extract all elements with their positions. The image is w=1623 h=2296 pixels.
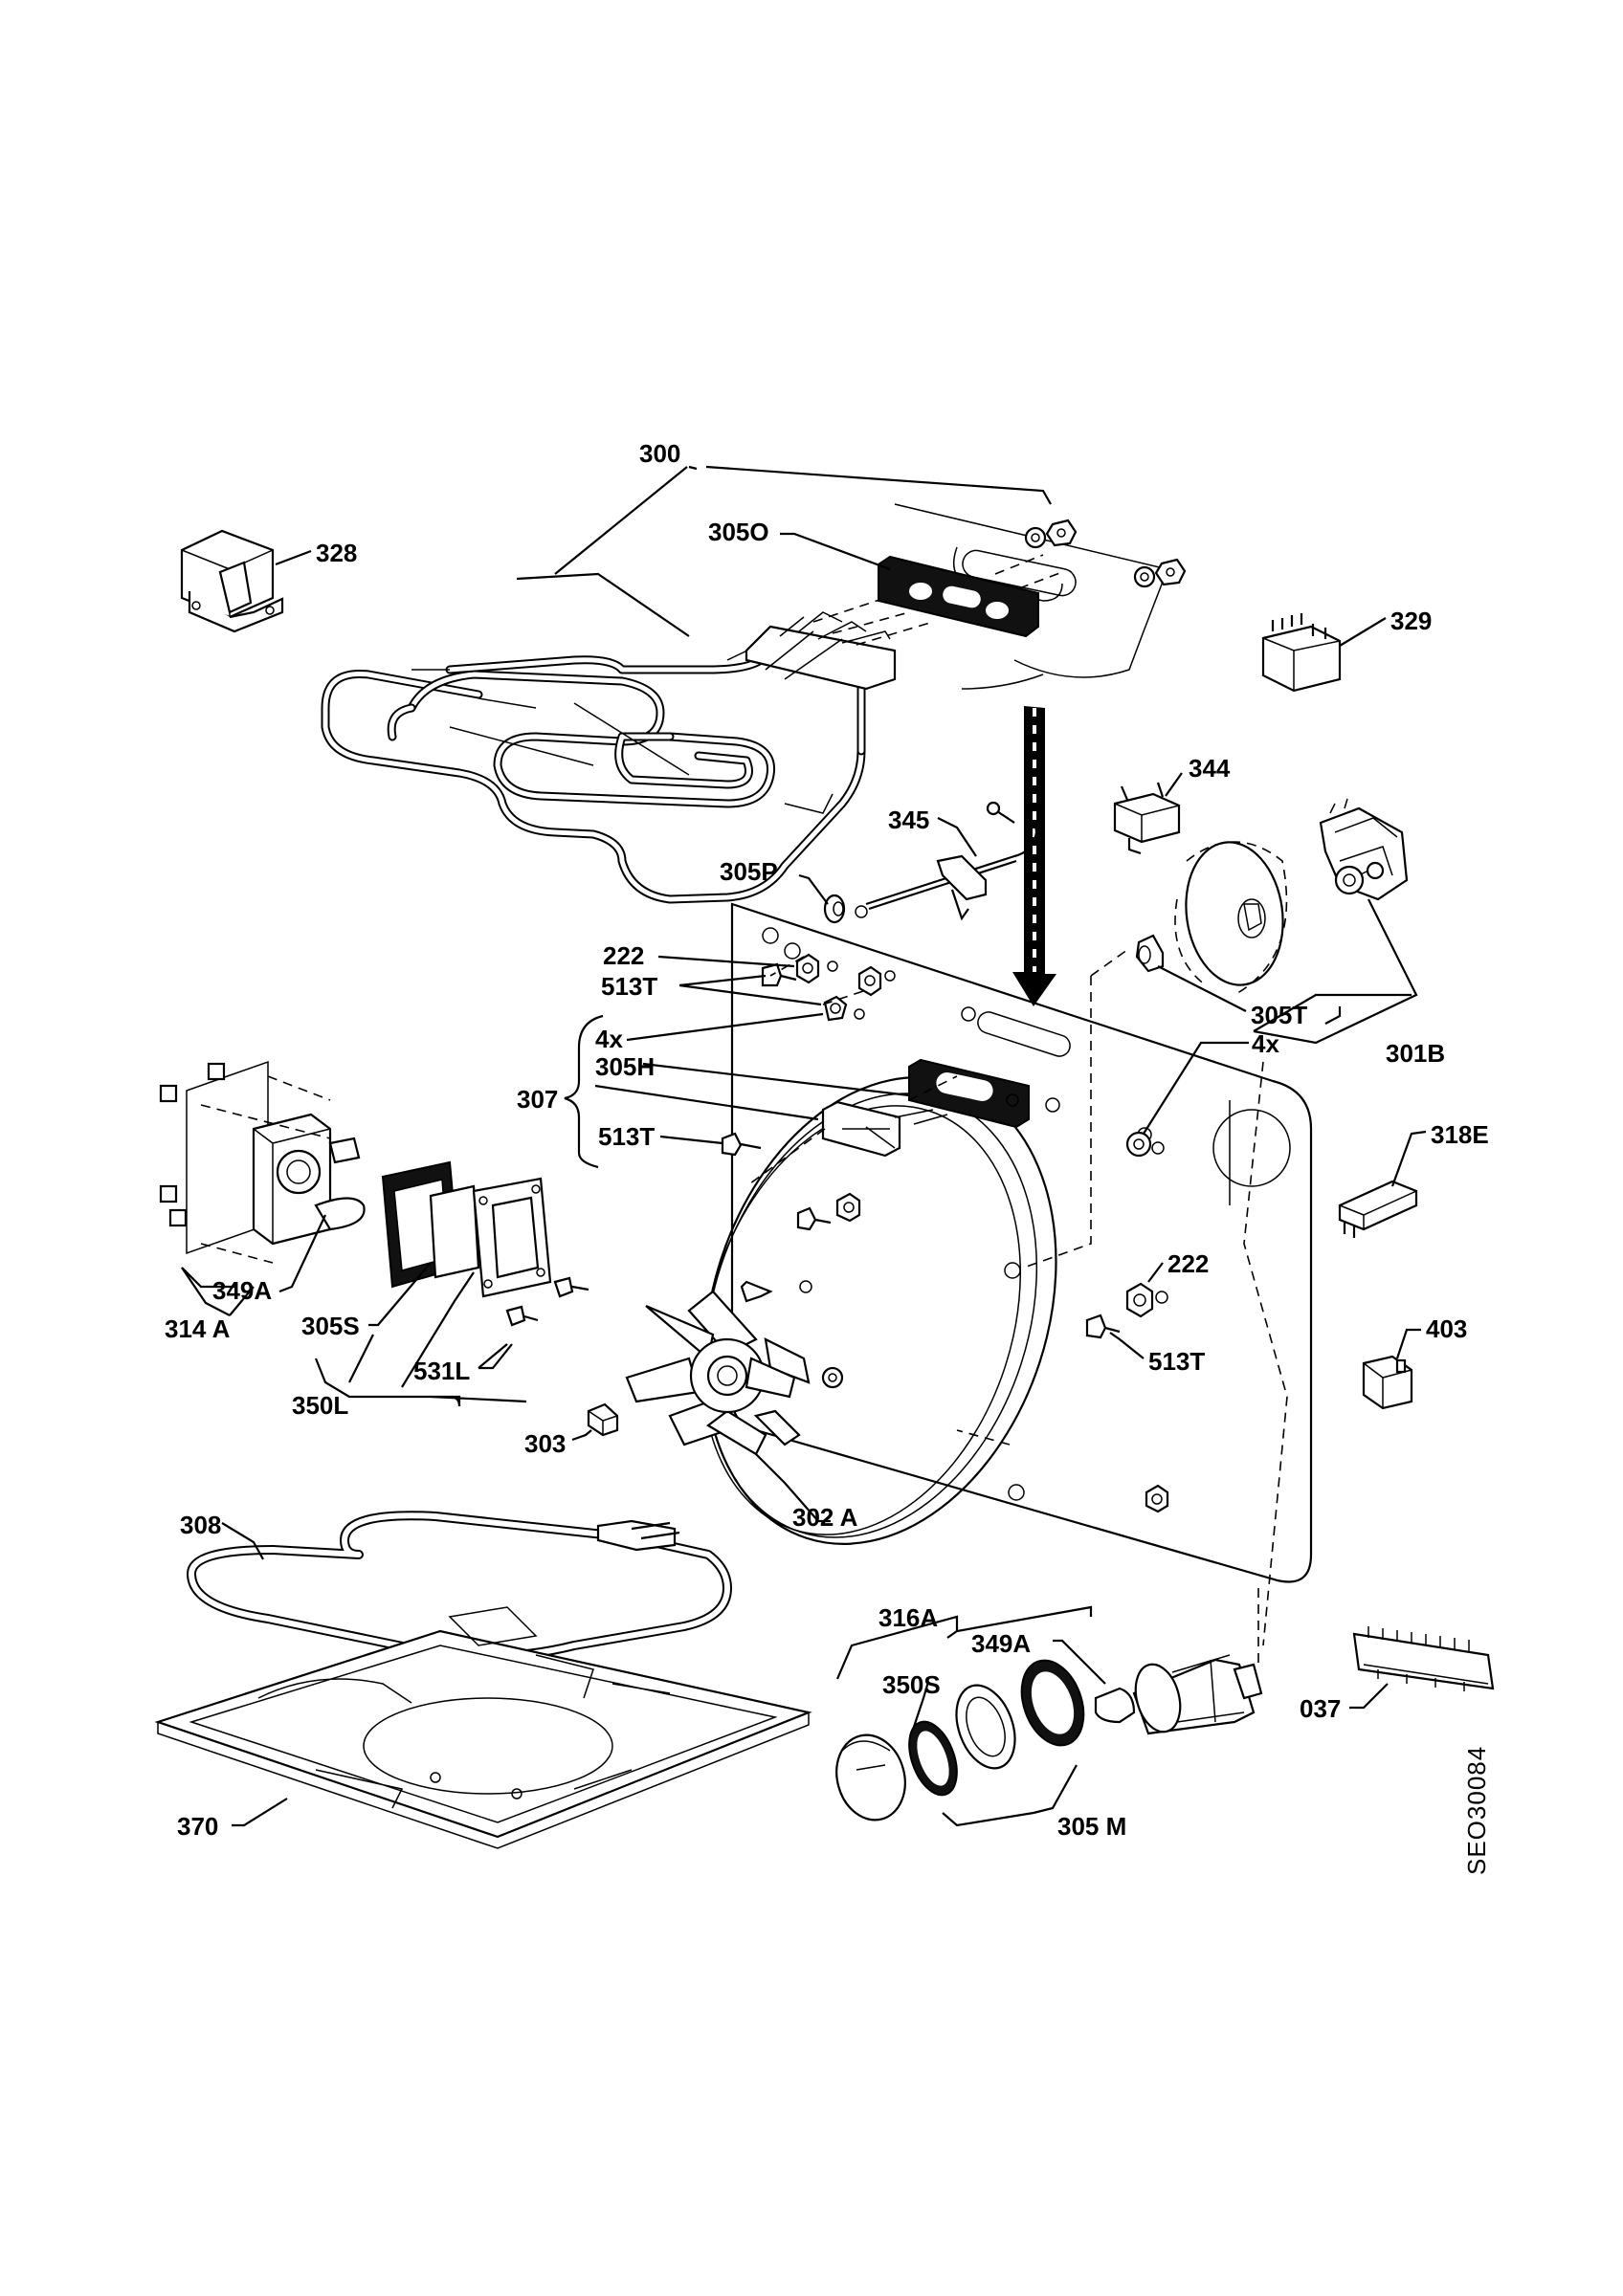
label-513T-upper: 513T [601,972,657,1001]
part-370-bottom-tray [154,1606,812,1849]
gasket-305O [878,555,1039,638]
label-316A: 316A [878,1603,938,1632]
label-308: 308 [180,1511,221,1539]
label-513T-307: 513T [598,1122,655,1151]
gasket-305H [745,1058,1060,1187]
part-329-relay [1261,613,1342,693]
part-344-bracket [1113,782,1181,855]
label-305O: 305O [708,518,769,546]
nuts-top [1024,519,1187,588]
part-314A-lamp-housing [159,1060,366,1264]
grill-heating-element [321,611,897,904]
label-303: 303 [524,1429,566,1458]
label-513T-right: 513T [1148,1347,1205,1376]
label-305S: 305S [301,1312,360,1340]
label-4x-left: 4x [595,1025,623,1053]
label-037: 037 [1300,1694,1341,1723]
drawing-reference-code: SEO30084 [1462,1746,1491,1875]
part-303-nut [587,1402,619,1437]
back-panel [730,902,1313,1583]
label-305H: 305H [595,1052,655,1081]
label-305T: 305T [1251,1001,1307,1029]
label-307: 307 [517,1085,558,1114]
part-345-probe [865,801,1038,921]
washer-4x-right [1125,1131,1165,1158]
label-222-upper: 222 [603,941,644,970]
label-403: 403 [1426,1314,1467,1343]
gasket-305S [381,1160,552,1298]
assembly-arrow [1012,706,1056,1006]
label-222-right: 222 [1167,1249,1209,1278]
label-300: 300 [639,439,680,468]
label-305P: 305P [720,857,778,886]
leader-lines [181,465,1427,1827]
part-328-transformer [180,529,284,633]
label-349A-left: 349A [212,1276,272,1305]
label-349A-right: 349A [971,1629,1031,1658]
label-350L: 350L [292,1391,348,1420]
label-328: 328 [316,539,357,567]
part-316A-lamp [835,1654,1263,1821]
part-037-terminal-strip [1352,1626,1495,1691]
part-308-bottom-element [187,1511,732,1662]
dashed-guides [769,951,1288,1665]
part-301B-thermostat [1135,798,1409,996]
label-4x-right: 4x [1252,1029,1279,1058]
fasteners-right [1085,1282,1169,1513]
part-318E [1338,1180,1418,1238]
label-370: 370 [177,1812,218,1841]
screw-513T-left [721,1132,762,1157]
label-350S: 350S [882,1670,941,1699]
screws-531L [505,1276,589,1327]
fasteners-ring [796,1192,861,1389]
label-314A: 314 A [165,1314,231,1343]
part-302A-fan [625,1280,811,1456]
label-318E: 318E [1431,1120,1489,1149]
label-531L: 531L [413,1357,470,1385]
label-345: 345 [888,806,929,834]
label-302A: 302 A [792,1503,858,1532]
label-344: 344 [1189,754,1231,783]
label-305M: 305 M [1057,1812,1126,1841]
part-labels: 300 305O 328 329 344 345 305P 222 513T 4… [165,439,1489,1841]
label-329: 329 [1390,607,1432,635]
label-301B: 301B [1386,1039,1445,1068]
part-403 [1362,1355,1413,1410]
